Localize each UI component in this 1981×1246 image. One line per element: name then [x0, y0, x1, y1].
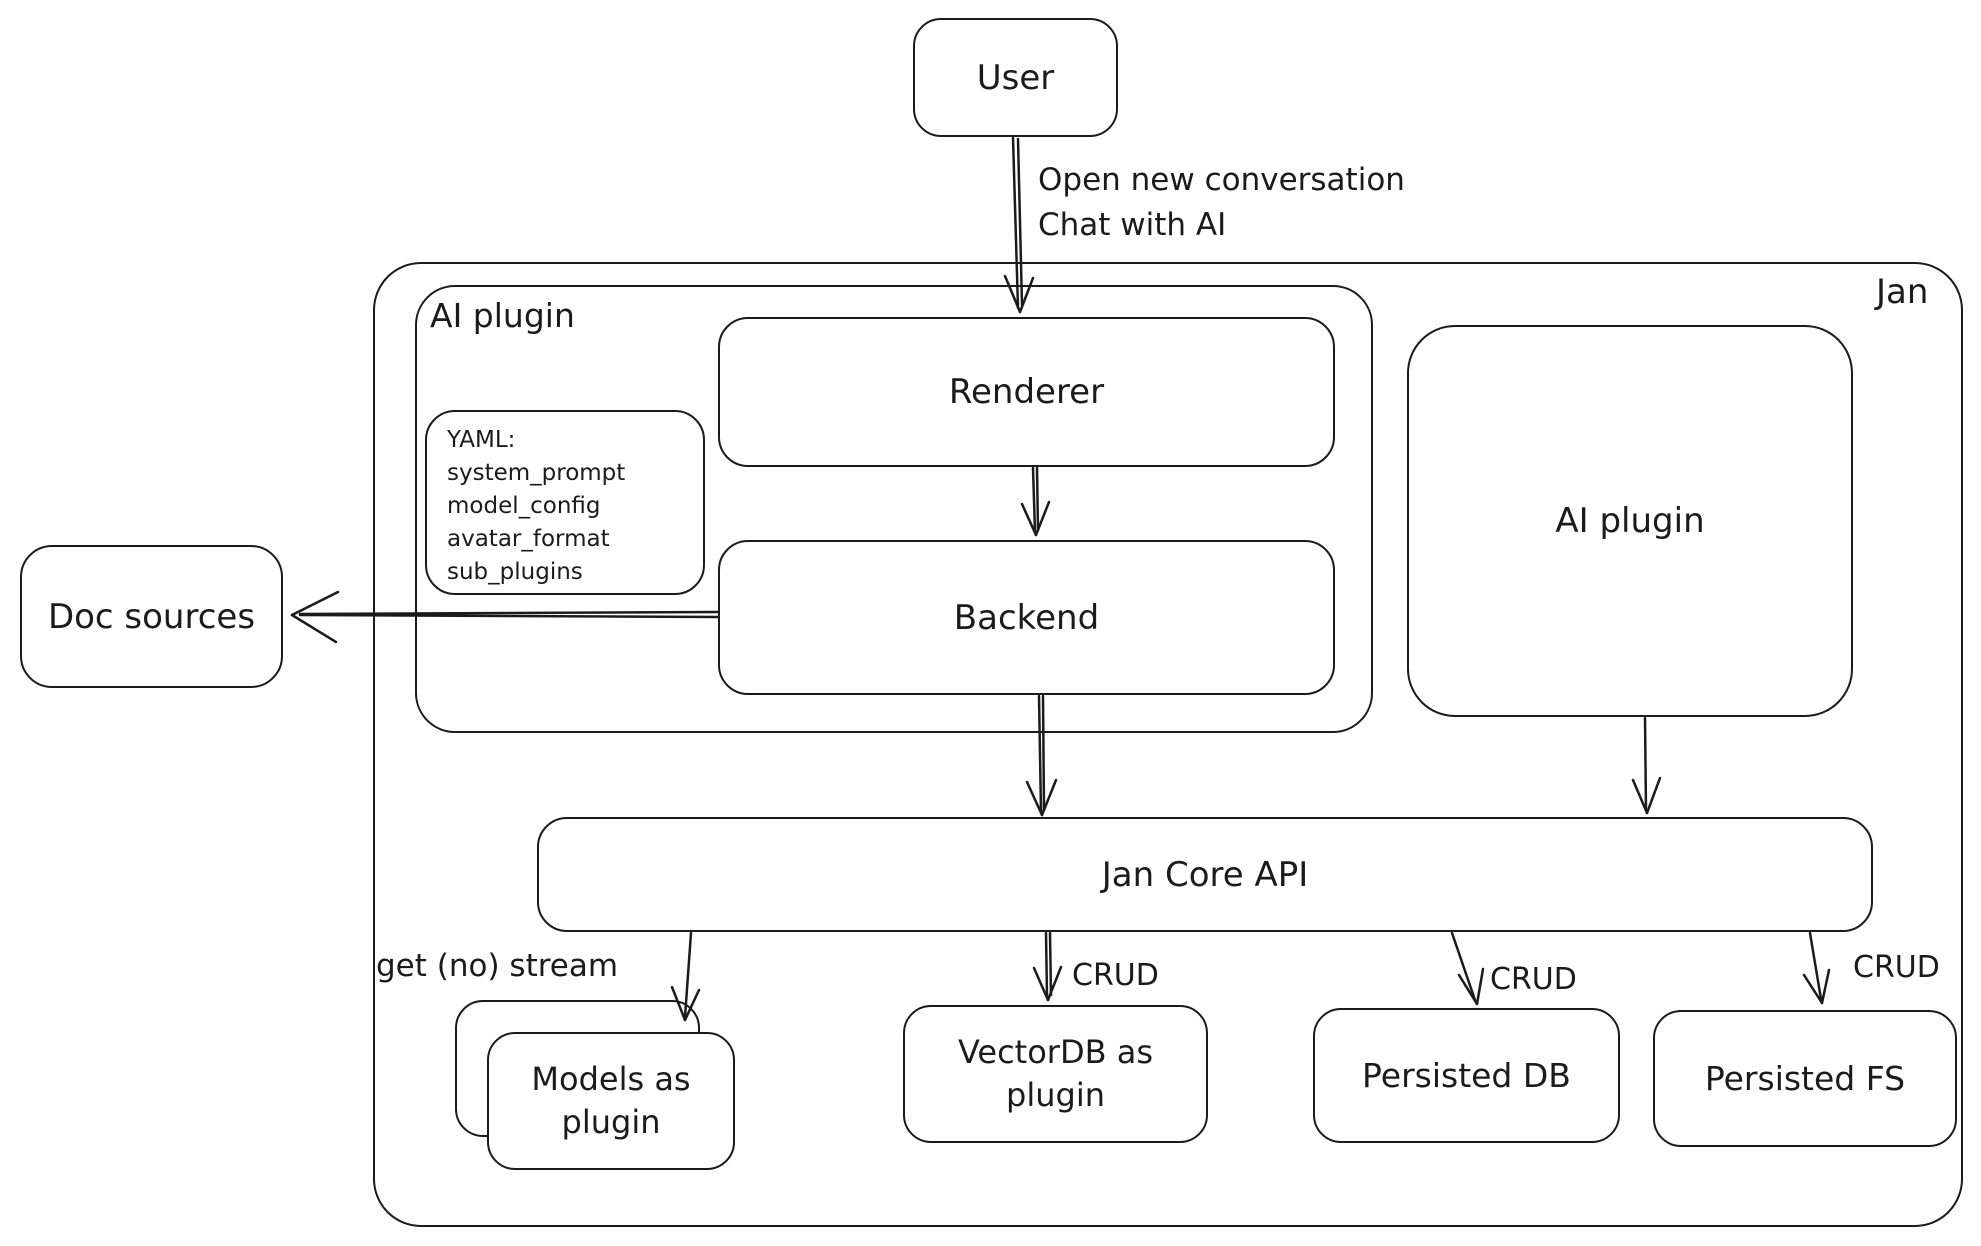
yaml-note-line: model_config: [447, 493, 601, 519]
edge-label-get-no-stream: get (no) stream: [376, 948, 619, 984]
vectordb-plugin-node: VectorDB as plugin: [903, 1005, 1208, 1143]
models-plugin-node-label: Models as plugin: [531, 1059, 691, 1141]
persisted-db-node-label: Persisted DB: [1362, 1056, 1571, 1095]
yaml-note-line: YAML:: [447, 427, 516, 453]
jan-core-api-node: Jan Core API: [537, 817, 1873, 932]
models-plugin-node: Models as plugin: [487, 1032, 735, 1170]
yaml-note-line: system_prompt: [447, 460, 626, 486]
user-node: User: [913, 18, 1118, 137]
persisted-fs-node: Persisted FS: [1653, 1010, 1957, 1147]
doc-sources-node: Doc sources: [20, 545, 283, 688]
jan-core-api-node-label: Jan Core API: [1101, 854, 1309, 895]
renderer-node-label: Renderer: [948, 372, 1105, 412]
ai-plugin-container: [415, 285, 1373, 733]
edge-label-crud-persisted-fs: CRUD: [1853, 950, 1940, 985]
edge-label-crud-vectordb: CRUD: [1072, 958, 1159, 993]
jan-container: [373, 262, 1963, 1227]
edge-label-user-flow-line1: Open new conversation: [1038, 162, 1405, 198]
persisted-db-node: Persisted DB: [1313, 1008, 1620, 1143]
yaml-note: YAML: system_prompt model_config avatar_…: [425, 410, 705, 595]
persisted-fs-node-label: Persisted FS: [1704, 1059, 1906, 1098]
edge-label-crud-persisted-db: CRUD: [1490, 962, 1577, 997]
yaml-note-line: avatar_format: [447, 526, 610, 552]
yaml-note-line: sub_plugins: [447, 559, 583, 585]
edge-label-user-flow: Open new conversation Chat with AI: [1038, 158, 1405, 248]
jan-container-label: Jan: [1876, 272, 1929, 312]
ai-plugin-node: AI plugin: [1407, 325, 1853, 717]
ai-plugin-container-label: AI plugin: [430, 296, 575, 335]
user-node-label: User: [976, 57, 1055, 98]
edge-label-user-flow-line2: Chat with AI: [1038, 207, 1227, 243]
renderer-node: Renderer: [718, 317, 1335, 467]
vectordb-plugin-node-label: VectorDB as plugin: [957, 1032, 1153, 1114]
doc-sources-node-label: Doc sources: [47, 596, 256, 637]
backend-node-label: Backend: [953, 597, 1100, 638]
backend-node: Backend: [718, 540, 1335, 695]
ai-plugin-node-label: AI plugin: [1555, 501, 1705, 541]
